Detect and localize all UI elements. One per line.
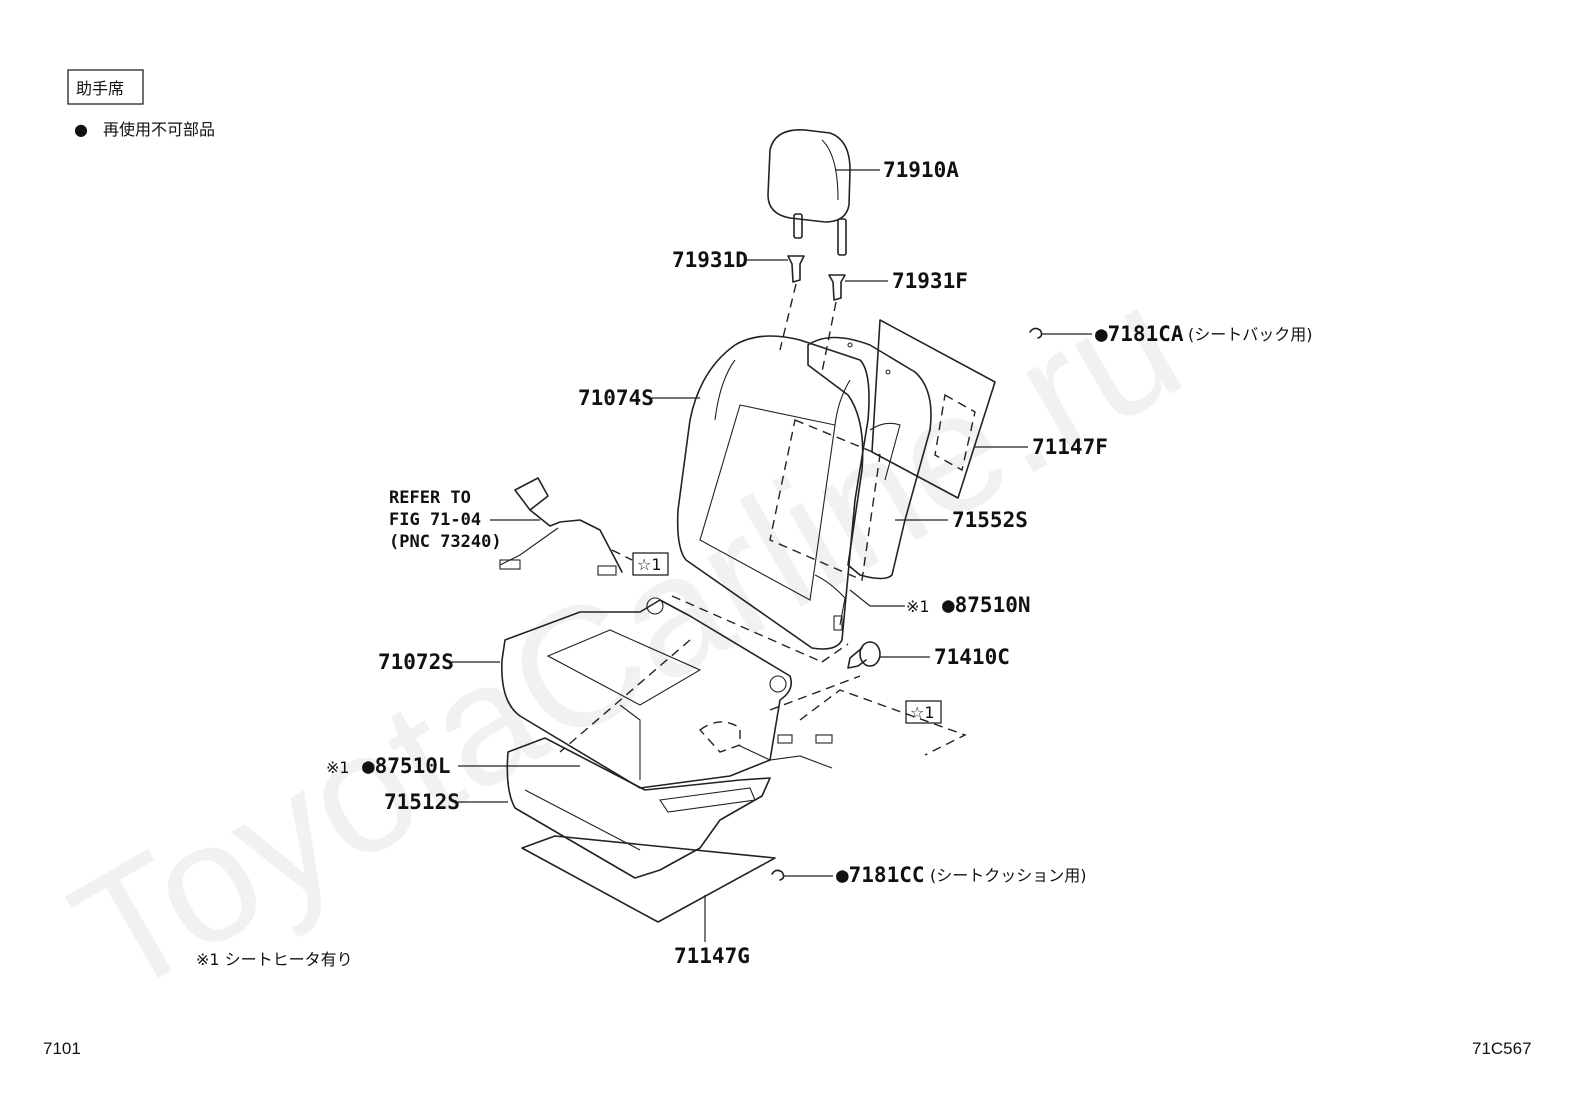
seat-label-box [67,69,144,105]
hog-ring-icon-cushion [771,869,785,881]
part-71072S: 71072S [378,650,454,674]
part-71512S: 71512S [384,790,460,814]
seatback-heater-shape [769,419,881,631]
refer-line-2: FIG 71-04 [389,510,481,530]
part-7181CA: ●7181CA [1095,322,1184,346]
cushion-pad-shape [506,737,771,879]
cushion-heater-shape [698,721,833,769]
headrest-support-right [828,274,846,301]
seatback-cover-shape [676,335,870,650]
star-mark-lower: ☆1 [910,703,935,722]
refer-line-3: (PNC 73240) [389,532,502,552]
seat-label: 助手席 [76,79,124,98]
page-code: 7101 [43,1039,81,1058]
part-71552S: 71552S [952,508,1028,532]
hog-ring-icon-seatback [1029,327,1043,339]
part-87510L-mark: ※1 [326,758,350,777]
cushion-mat-shape [521,835,776,923]
part-87510L: ●87510L [362,754,451,778]
part-71910A: 71910A [883,158,959,182]
headrest-support-left [787,255,805,283]
part-71410C: 71410C [934,645,1010,669]
assembly-line-4 [769,675,861,711]
part-71931D: 71931D [672,248,748,272]
part-71931F: 71931F [892,269,968,293]
part-87510N-mark: ※1 [906,597,930,616]
star-mark-upper: ☆1 [637,555,662,574]
assembly-line-2 [821,643,849,663]
headrest-shape [767,129,851,256]
part-71074S: 71074S [578,386,654,410]
part-7181CC: ●7181CC [836,863,925,887]
star-leader-upper [611,549,633,561]
part-87510N: ●87510N [942,593,1031,617]
figure-code: 71C567 [1472,1039,1532,1058]
part-71147F: 71147F [1032,435,1108,459]
leader-87510N [849,589,905,607]
part-71147G: 71147G [674,944,750,968]
star-box-upper [632,552,669,576]
part-7181CA-note: (シートバック用) [1188,325,1313,344]
bolt-shape [847,641,881,669]
footnote: ※1 シートヒータ有り [196,950,353,969]
star-box-lower [905,700,942,724]
seat-belt-buckle-shape [499,477,623,576]
alignment-line-left [779,283,797,351]
cushion-cover-shape [501,597,793,789]
seatback-pad-shape [871,319,996,499]
assembly-line-1 [671,595,823,663]
refer-line-1: REFER TO [389,488,471,508]
assembly-line-3 [559,639,691,753]
watermark-text: ToyotaCarline.ru [44,249,1211,1032]
legend-bullet: ● [74,120,88,139]
legend-text: 再使用不可部品 [103,120,215,139]
part-7181CC-note: (シートクッション用) [930,866,1087,885]
